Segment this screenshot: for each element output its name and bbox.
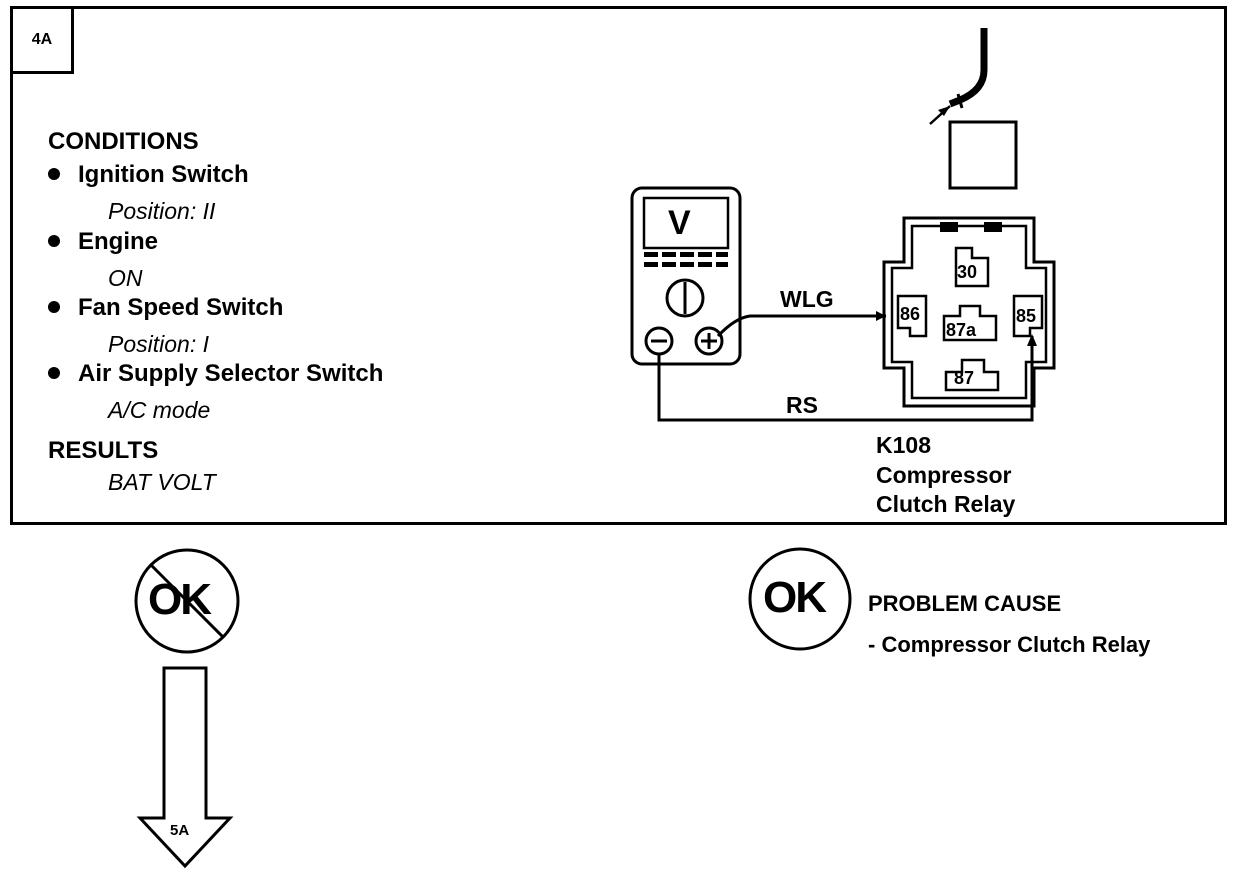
results-value: BAT VOLT (108, 469, 216, 495)
bullet-icon (48, 234, 60, 247)
bullet-icon (48, 300, 60, 313)
relay-name-line1: Compressor (876, 462, 1012, 488)
wire-label-rs: RS (786, 392, 818, 418)
conditions-header: CONDITIONS (48, 128, 199, 155)
ok-symbol (748, 547, 852, 651)
condition-label: Air Supply Selector Switch (78, 360, 384, 387)
condition-item: Fan Speed Switch (48, 294, 283, 322)
wire-label-wlg: WLG (780, 286, 834, 312)
pin-label-85: 85 (1016, 306, 1037, 326)
not-ok-symbol (134, 548, 240, 654)
condition-label: Engine (78, 228, 159, 255)
test-step-panel (10, 6, 1227, 525)
bullet-icon (48, 366, 60, 379)
next-step-arrow (136, 666, 234, 869)
connector-plug-icon (929, 28, 1018, 190)
results-header: RESULTS (48, 437, 159, 464)
relay-id: K108 (876, 432, 931, 458)
condition-detail: Position: I (108, 331, 209, 357)
condition-item: Air Supply Selector Switch (48, 360, 383, 388)
pin-label-87: 87 (954, 368, 975, 388)
wire-arrow-86 (876, 311, 886, 321)
condition-item: Engine (48, 228, 158, 256)
wire-arrow-85 (1027, 334, 1037, 346)
problem-cause-header: PROBLEM CAUSE (868, 591, 1062, 616)
relay-name-line2: Clutch Relay (876, 491, 1016, 517)
condition-item: Ignition Switch (48, 161, 249, 189)
condition-detail: Position: II (108, 198, 216, 224)
ok-label: OK (763, 573, 827, 622)
pin-label-86: 86 (900, 304, 921, 324)
pin-label-30: 30 (957, 262, 978, 282)
problem-cause-text: - Compressor Clutch Relay (868, 632, 1151, 657)
voltmeter-icon (630, 186, 742, 366)
relay-socket-icon (882, 216, 1056, 408)
next-step-label: 5A (170, 822, 190, 839)
condition-detail: A/C mode (108, 397, 211, 423)
condition-detail: ON (108, 265, 143, 291)
wire-rs (657, 336, 1034, 422)
not-ok-label: OK (148, 575, 212, 624)
bullet-icon (48, 167, 60, 180)
pin-label-87a: 87a (946, 320, 977, 340)
condition-label: Fan Speed Switch (78, 294, 284, 321)
wire-wlg (716, 314, 886, 338)
condition-label: Ignition Switch (78, 161, 249, 188)
step-label: 4A (10, 6, 74, 74)
meter-display: V (668, 204, 691, 242)
